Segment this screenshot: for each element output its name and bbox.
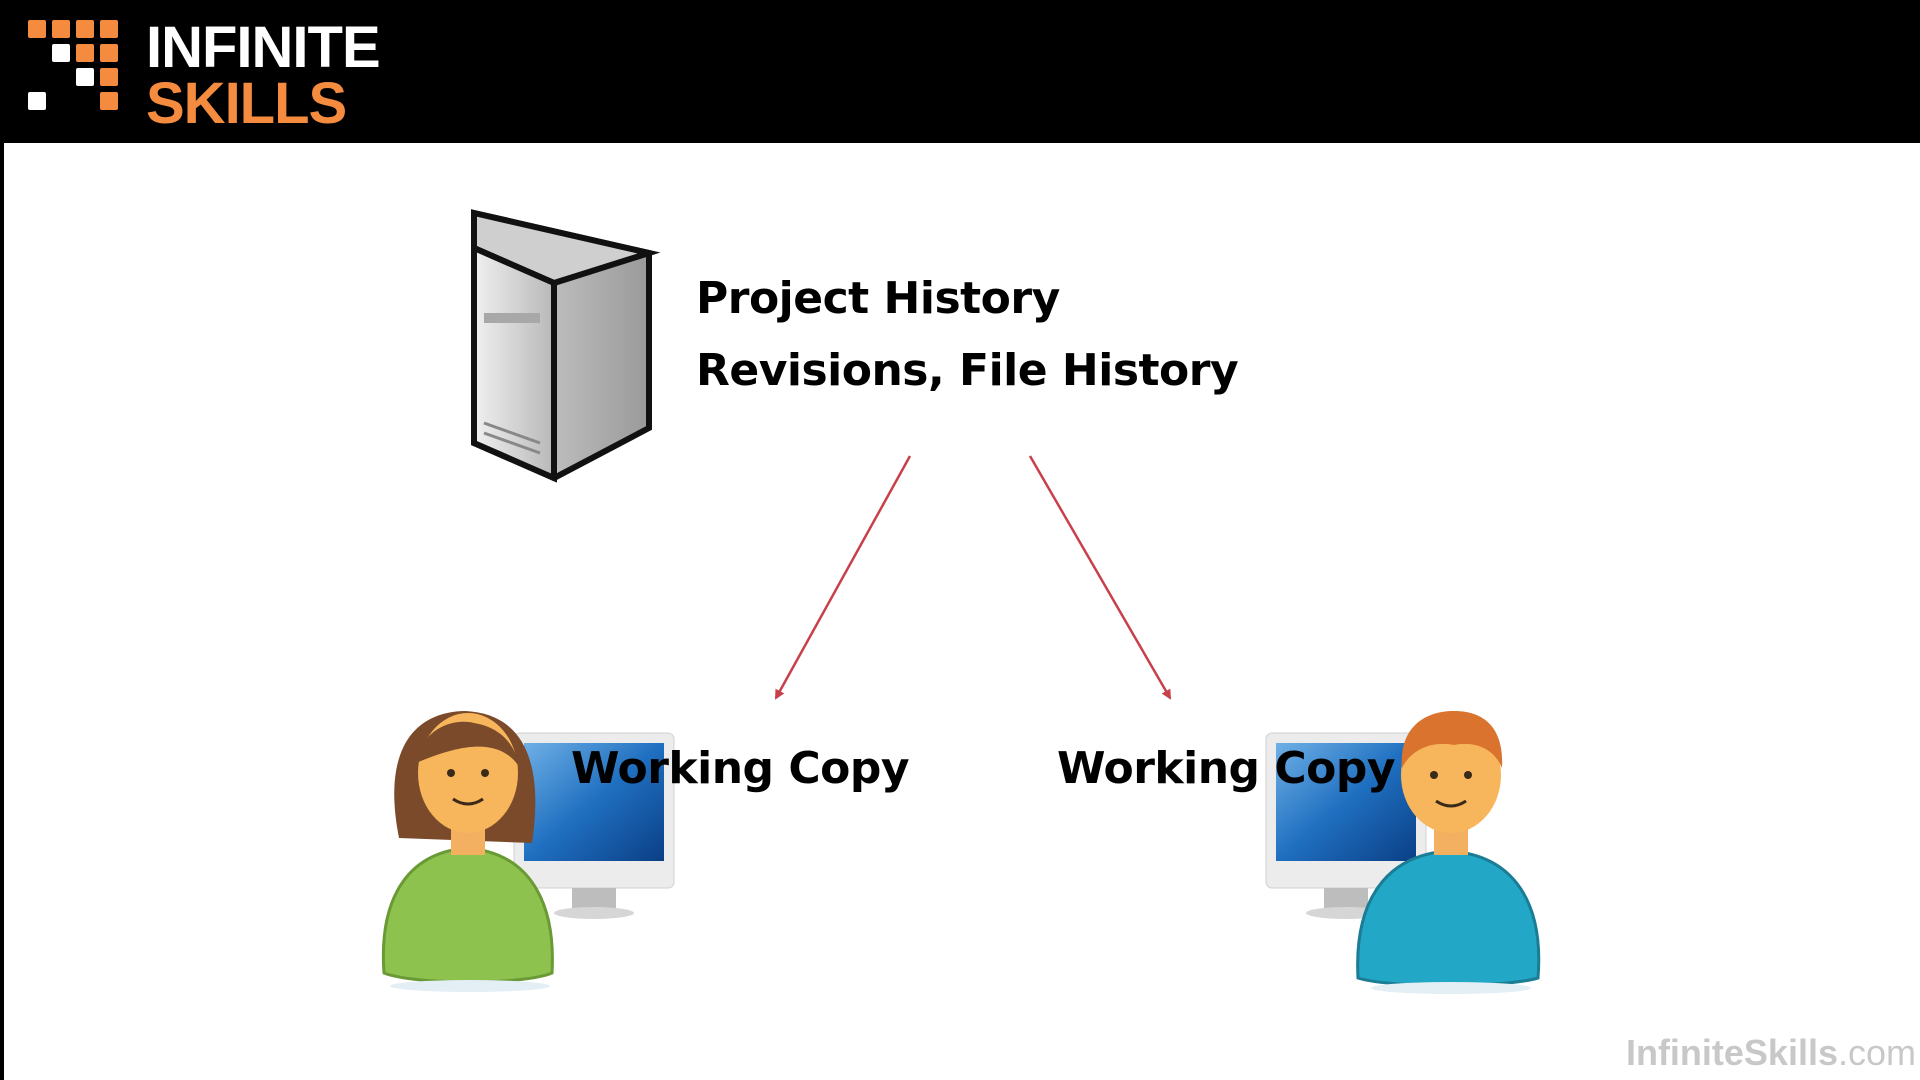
female-user-icon bbox=[381, 711, 554, 992]
logo-square bbox=[28, 92, 46, 110]
server-title: Project History bbox=[696, 273, 1060, 324]
logo-square bbox=[76, 68, 94, 86]
right-monitor-icon bbox=[1265, 732, 1427, 919]
logo-square bbox=[52, 44, 70, 62]
footer-brand-name: InfiniteSkills bbox=[1625, 1032, 1838, 1073]
logo-wordmark: INFINITE SKILLS bbox=[146, 15, 381, 136]
left-working-copy-label: Working Copy bbox=[571, 743, 910, 794]
server-tower-icon bbox=[471, 209, 661, 483]
diagram-graphics bbox=[381, 209, 1541, 994]
arrow-to-right-working-copy bbox=[1028, 455, 1172, 700]
logo-square bbox=[100, 44, 118, 62]
logo-square bbox=[100, 20, 118, 38]
logo-line2: SKILLS bbox=[146, 71, 347, 136]
footer-brand: InfiniteSkills.com bbox=[1626, 1032, 1916, 1074]
footer-brand-domain: .com bbox=[1837, 1032, 1916, 1073]
logo-square bbox=[76, 20, 94, 38]
slide-canvas: Project History Revisions, File History … bbox=[4, 143, 1920, 1080]
logo-square bbox=[76, 44, 94, 62]
logo-square bbox=[100, 68, 118, 86]
server-subtitle: Revisions, File History bbox=[696, 345, 1239, 396]
right-working-copy-label: Working Copy bbox=[1057, 743, 1396, 794]
logo-square bbox=[28, 20, 46, 38]
logo-square bbox=[100, 92, 118, 110]
logo-square bbox=[52, 20, 70, 38]
male-user-icon bbox=[1356, 711, 1541, 994]
arrow-to-left-working-copy bbox=[774, 455, 912, 700]
logo-line1: INFINITE bbox=[146, 15, 381, 80]
infinite-skills-logo: INFINITE SKILLS bbox=[28, 15, 428, 136]
header-bar: INFINITE SKILLS bbox=[0, 0, 1920, 143]
